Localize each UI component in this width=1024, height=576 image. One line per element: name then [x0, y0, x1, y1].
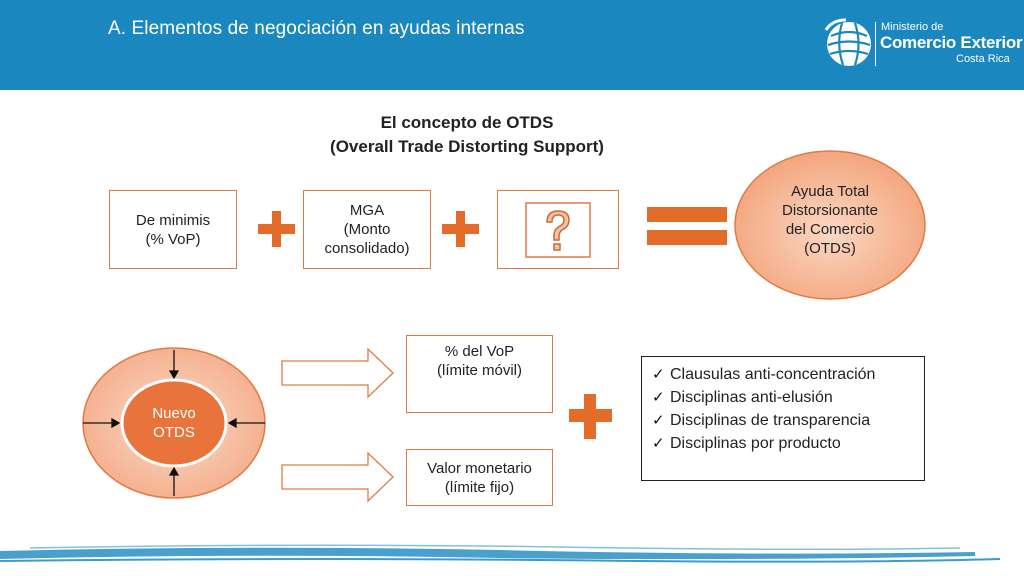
- logo-divider: [875, 22, 876, 66]
- discipline-label: Disciplinas por producto: [670, 435, 841, 452]
- valor-monetario-label: Valor monetario (límite fijo): [427, 459, 532, 496]
- page-title: A. Elementos de negociación en ayudas in…: [108, 18, 525, 39]
- concept-title: El concepto de OTDS (Overall Trade Disto…: [292, 111, 642, 159]
- logo-country: Costa Rica: [956, 53, 1010, 65]
- checkmark-icon: ✓: [652, 389, 665, 406]
- pct-vop-label: % del VoP (límite móvil): [437, 343, 522, 379]
- checkmark-icon: ✓: [652, 435, 665, 452]
- concept-title-line1: El concepto de OTDS: [380, 113, 554, 132]
- discipline-label: Clausulas anti-concentración: [670, 366, 876, 383]
- deminimis-box: De minimis (% VoP): [109, 190, 237, 269]
- globe-icon: [824, 18, 871, 66]
- checkmark-icon: ✓: [652, 412, 665, 429]
- disciplines-list: ✓ Clausulas anti-concentración ✓ Discipl…: [641, 356, 925, 481]
- list-item: ✓ Disciplinas por producto: [652, 432, 924, 455]
- nuevo-otds-label: Nuevo OTDS: [152, 405, 196, 441]
- question-mark-icon: [525, 201, 591, 258]
- mga-label: MGA (Monto consolidado): [324, 202, 410, 257]
- list-item: ✓ Disciplinas anti-elusión: [652, 386, 924, 409]
- deminimis-label: De minimis (% VoP): [135, 211, 211, 248]
- result-label: Ayuda Total Distorsionante del Comercio …: [782, 183, 878, 257]
- header-bar: A. Elementos de negociación en ayudas in…: [0, 0, 1024, 90]
- discipline-label: Disciplinas de transparencia: [670, 412, 871, 429]
- list-item: ✓ Clausulas anti-concentración: [652, 363, 924, 386]
- valor-monetario-box: Valor monetario (límite fijo): [406, 449, 553, 506]
- logo-name: Comercio Exterior: [880, 33, 1023, 52]
- checkmark-icon: ✓: [652, 366, 665, 383]
- pct-vop-box: % del VoP (límite móvil): [406, 335, 553, 413]
- mga-box: MGA (Monto consolidado): [303, 190, 431, 269]
- unknown-component-box: [497, 190, 619, 269]
- concept-title-line2: (Overall Trade Distorting Support): [330, 137, 604, 156]
- list-item: ✓ Disciplinas de transparencia: [652, 409, 924, 432]
- logo-ministry-label: Ministerio de: [881, 21, 944, 33]
- discipline-label: Disciplinas anti-elusión: [670, 389, 833, 406]
